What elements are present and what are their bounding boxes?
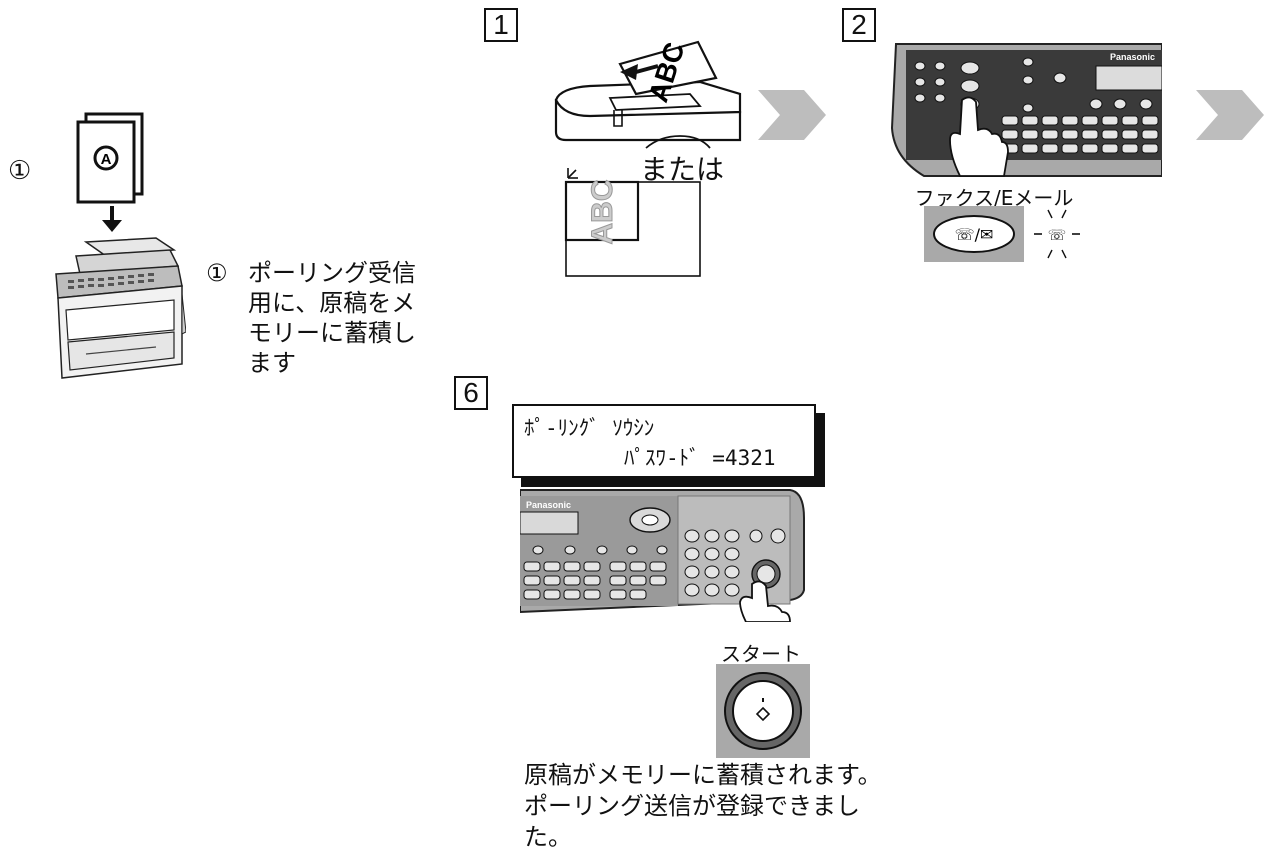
multifunction-printer-illustration: [55, 237, 186, 379]
note-line: ます: [248, 349, 296, 377]
step-marker: ①: [8, 156, 32, 186]
fax-email-button-icon[interactable]: ☏/✉ ☏: [924, 206, 1094, 262]
result-caption: 原稿がメモリーに蓄積されます。 ポーリング送信が登録できまし た。: [524, 760, 882, 853]
note-line: ポーリング受信: [248, 259, 416, 287]
or-text: または: [640, 153, 725, 186]
svg-text:☏: ☏: [1048, 226, 1067, 244]
step-number-box: 1: [484, 8, 518, 42]
flatbed-glass-illustration: ABC: [564, 168, 701, 277]
note-text: ポーリング受信 用に、原稿をメ モリーに蓄積し ます: [248, 258, 416, 378]
caption-line: ポーリング送信が登録できまし: [524, 792, 860, 820]
control-panel-illustration: Panasonic: [890, 43, 1162, 177]
step-number-box: 6: [454, 376, 488, 410]
next-step-arrow: [1196, 90, 1264, 140]
mirrored-letters: ABC: [586, 180, 619, 245]
start-button-label: スタート: [721, 642, 801, 666]
note-line: モリーに蓄積し: [248, 319, 416, 347]
panel-brand: Panasonic: [1110, 52, 1155, 62]
panel-brand: Panasonic: [526, 500, 571, 510]
control-panel-illustration: Panasonic: [520, 489, 805, 622]
svg-text:☏/✉: ☏/✉: [955, 225, 994, 244]
note-marker: ①: [206, 259, 228, 287]
lcd-line-2: ﾊﾟｽﾜ-ﾄﾞ =4321: [624, 446, 776, 470]
caption-line: 原稿がメモリーに蓄積されます。: [524, 761, 882, 789]
step-number-box: 2: [842, 8, 876, 42]
lcd-line-1: ﾎﾟ-ﾘﾝｸﾞ ｿｳｼﾝ: [524, 416, 655, 440]
lcd-display: ﾎﾟ-ﾘﾝｸﾞ ｿｳｼﾝ ﾊﾟｽﾜ-ﾄﾞ =4321: [512, 404, 816, 478]
start-button-icon[interactable]: [716, 664, 810, 758]
document-feeder-illustration: ABC: [554, 39, 742, 149]
document-stack-icon: A: [76, 112, 144, 232]
note-line: 用に、原稿をメ: [248, 289, 416, 317]
next-step-arrow: [758, 90, 826, 140]
svg-text:A: A: [101, 151, 112, 168]
caption-line: た。: [524, 823, 572, 851]
